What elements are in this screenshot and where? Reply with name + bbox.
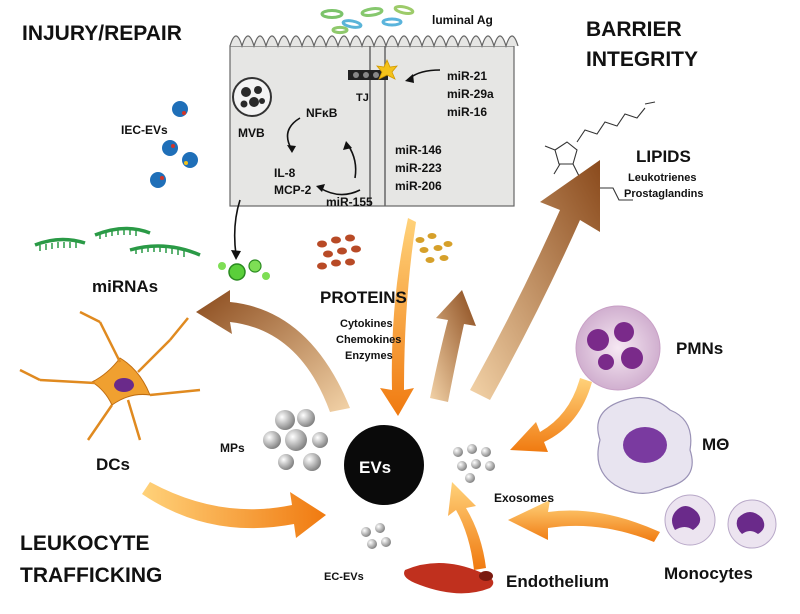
mir223-label: miR-223 (395, 161, 442, 175)
macrophage-label: MΘ (702, 435, 729, 454)
leukocyte-label: LEUKOCYTE (20, 532, 150, 555)
monocytes-label: Monocytes (664, 564, 753, 583)
trafficking-label: TRAFFICKING (20, 564, 162, 587)
mir16-label: miR-16 (447, 105, 487, 119)
nfkb-label: NFκB (306, 106, 338, 120)
arrow-endothelium-to-evs (448, 482, 486, 570)
mps-label: MPs (220, 441, 245, 455)
mir146-label: miR-146 (395, 143, 442, 157)
flow-arrows (142, 160, 660, 570)
signal-arrowheads (287, 74, 414, 192)
iec-ev-vesicles (150, 101, 198, 188)
mirna-strand-ticks (39, 229, 185, 257)
lipids-label: LIPIDS (636, 147, 691, 166)
arrow-cell-to-evs (380, 218, 416, 416)
injury-repair-label: INJURY/REPAIR (22, 22, 182, 45)
epithelium-panel (229, 35, 519, 207)
integrity-label: INTEGRITY (586, 48, 698, 71)
cytokines-label: Cytokines (340, 318, 393, 330)
mir21-label: miR-21 (447, 69, 487, 83)
arrow-to-lipids (470, 160, 600, 400)
luminal-bacteria (320, 5, 415, 35)
macrophage-cell (597, 397, 693, 494)
enzymes-label: Enzymes (345, 350, 393, 362)
exosomes-label: Exosomes (494, 491, 554, 505)
luminal-ag-label: luminal Ag (432, 13, 493, 27)
endothelium-label: Endothelium (506, 572, 609, 591)
microparticles (263, 409, 328, 471)
dendritic-cell (19, 310, 201, 441)
pmn-cell (575, 305, 661, 391)
microvilli (229, 35, 519, 49)
antigen-burst (376, 58, 398, 80)
protein-dots-red (317, 234, 361, 270)
arrow-pmns-to-exosomes (510, 378, 592, 452)
barrier-label: BARRIER (586, 18, 682, 41)
arrow-dcs-to-evs (142, 482, 326, 538)
protein-dots-gold (415, 233, 453, 263)
mir29a-label: miR-29a (447, 87, 494, 101)
ec-ev-spheres (361, 523, 391, 549)
pmns-label: PMNs (676, 339, 723, 358)
leukotrienes-label: Leukotrienes (628, 172, 696, 184)
prostaglandins-label: Prostaglandins (624, 188, 703, 200)
iec-evs-label: IEC-EVs (121, 123, 168, 137)
mcp2-label: MCP-2 (274, 183, 312, 197)
mvb-label: MVB (238, 126, 265, 140)
chemokines-label: Chemokines (336, 334, 401, 346)
mir155-label: miR-155 (326, 195, 373, 209)
dcs-label: DCs (96, 455, 130, 474)
evs-label: EVs (359, 458, 391, 477)
mvb-icon (232, 77, 272, 117)
mirnas-label: miRNAs (92, 277, 158, 296)
labels: INJURY/REPAIR BARRIER INTEGRITY luminal … (20, 13, 753, 591)
evs-core (344, 425, 424, 505)
exosome-spheres (453, 444, 495, 483)
endothelial-cell (404, 562, 494, 594)
arrow-to-proteins (430, 290, 476, 402)
arrow-monocytes-to-exosomes (508, 500, 660, 542)
proteins-label: PROTEINS (320, 288, 407, 307)
release-arrow (233, 199, 241, 256)
green-vesicle-cluster (218, 259, 270, 281)
arrow-to-mirnas (196, 290, 350, 412)
il8-label: IL-8 (274, 166, 296, 180)
monocyte-cells (664, 494, 777, 549)
tj-label: TJ (356, 92, 369, 104)
mir206-label: miR-206 (395, 179, 442, 193)
ec-evs-label: EC-EVs (324, 571, 364, 583)
